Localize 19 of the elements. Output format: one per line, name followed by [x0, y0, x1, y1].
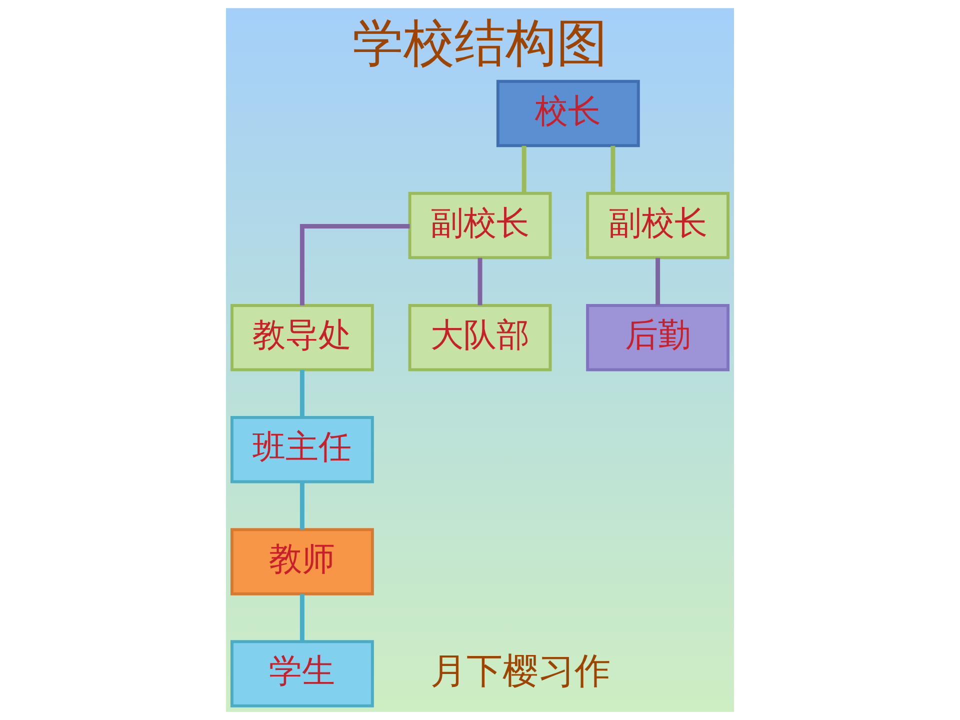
- connector: [300, 224, 410, 306]
- node-box: 校长: [496, 80, 640, 148]
- diagram-title: 学校结构图: [352, 14, 608, 73]
- connector: [300, 482, 304, 530]
- node-box: 班主任: [230, 416, 374, 484]
- connector: [478, 258, 482, 306]
- connector: [522, 146, 526, 194]
- node-box: 教导处: [230, 304, 374, 372]
- node-box: 后勤: [586, 304, 730, 372]
- connector: [656, 258, 660, 306]
- connector: [300, 594, 304, 642]
- node-box: 学生: [230, 640, 374, 708]
- node-box: 副校长: [408, 192, 552, 260]
- node-box: 教师: [230, 528, 374, 596]
- label: 月下樱习作: [430, 651, 610, 692]
- connector: [300, 370, 304, 418]
- connector: [610, 146, 616, 194]
- node-box: 副校长: [586, 192, 730, 260]
- node-box: 大队部: [408, 304, 552, 372]
